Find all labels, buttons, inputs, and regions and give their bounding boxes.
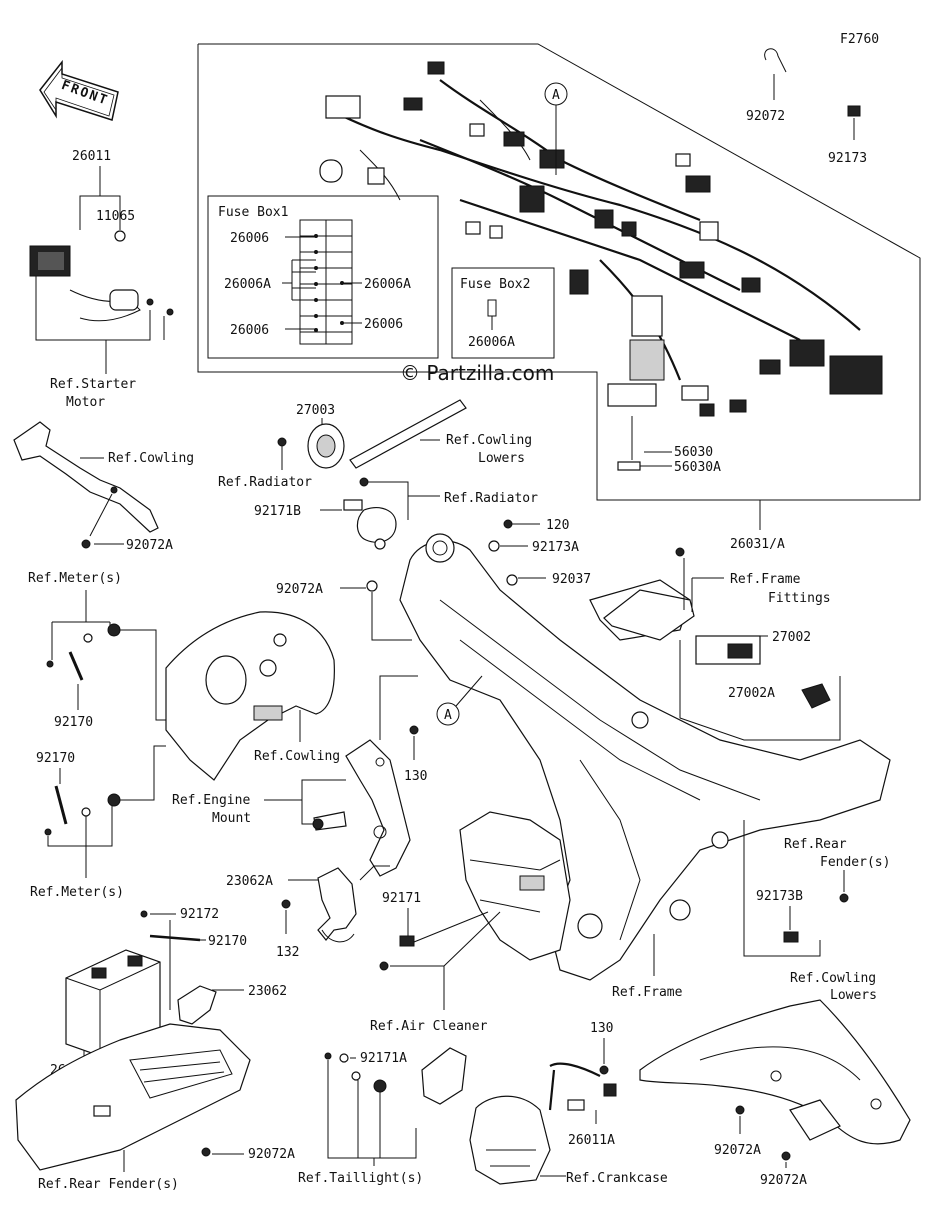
watermark: © Partzilla.com (400, 361, 554, 385)
ref-air-cleaner-label[interactable]: Ref.Air Cleaner (370, 1019, 488, 1034)
part-92172-label[interactable]: 92172 (180, 907, 219, 922)
part-92037-label[interactable]: 92037 (552, 572, 591, 587)
part-92072A-br1-label[interactable]: 92072A (714, 1143, 761, 1158)
starter-relay-icon (29, 230, 174, 322)
air-cleaner-icon (459, 811, 571, 961)
ref-frame-label[interactable]: Ref.Frame (612, 985, 683, 1000)
part-92173B-label[interactable]: 92173B (756, 889, 803, 904)
fuse-box2: Fuse Box2 26006A (451, 267, 555, 359)
crankcase-cover-icon (469, 1095, 551, 1185)
part-26031-label[interactable]: 26031/A (730, 537, 785, 552)
callout-a-top-label: A (552, 88, 560, 103)
part-92173-label[interactable]: 92173 (828, 151, 867, 166)
ref-cowling-lowers-b-label[interactable]: Ref.Cowling (790, 971, 876, 986)
ref-cowling-lowers-label-2[interactable]: Lowers (478, 451, 525, 466)
ref-radiator-label-2[interactable]: Ref.Radiator (444, 491, 538, 506)
ref-cowling-mid-label[interactable]: Ref.Cowling (254, 749, 340, 764)
ref-taillight-label[interactable]: Ref.Taillight(s) (298, 1171, 423, 1186)
fuse-label-26006A-right[interactable]: 26006A (364, 277, 411, 292)
part-92170-c-label[interactable]: 92170 (208, 934, 247, 949)
fuse-box1-title: Fuse Box1 (218, 205, 288, 220)
cowling-bracket-icon (13, 421, 159, 533)
fuse-label-26006-top[interactable]: 26006 (230, 231, 269, 246)
part-92171-label[interactable]: 92171 (382, 891, 421, 906)
part-120-label[interactable]: 120 (546, 518, 569, 533)
part-92170-b-label[interactable]: 92170 (36, 751, 75, 766)
part-92173A-label[interactable]: 92173A (532, 540, 579, 555)
ref-rear-fender-right-label-2[interactable]: Fender(s) (820, 855, 890, 870)
engine-mount-icon (312, 739, 411, 877)
part-27002-label[interactable]: 27002 (772, 630, 811, 645)
battery-bracket-icon (177, 985, 217, 1025)
callout-a-bottom-label: A (444, 708, 452, 723)
part-56030-label[interactable]: 56030 (674, 445, 713, 460)
meter-cowling-icon (165, 611, 335, 781)
ref-starter-label[interactable]: Ref.Starter (50, 377, 136, 392)
ref-meters-bottom-label[interactable]: Ref.Meter(s) (30, 885, 124, 900)
part-92173-clip-icon (847, 105, 861, 140)
front-arrow-icon: FRONT (39, 59, 119, 121)
part-92170-a-label[interactable]: 92170 (54, 715, 93, 730)
part-92072A-mid-label[interactable]: 92072A (276, 582, 323, 597)
ref-starter-label-2[interactable]: Motor (66, 395, 105, 410)
fuse-box1: Fuse Box1 26006 26006A 26006A 26006 2600 (207, 195, 439, 359)
sensor-bracket-icon (343, 477, 397, 550)
ref-engine-mount-label[interactable]: Ref.Engine (172, 793, 250, 808)
part-23062A-label[interactable]: 23062A (226, 874, 273, 889)
fuse-label-26006A-box2[interactable]: 26006A (468, 335, 515, 350)
ref-crankcase-label[interactable]: Ref.Crankcase (566, 1171, 668, 1186)
ref-cowling-lowers-b-label-2[interactable]: Lowers (830, 988, 877, 1003)
crankcase-sensor-icon (548, 1062, 617, 1111)
cowling-lowers-icon (639, 999, 911, 1145)
callout-a-bottom (436, 702, 460, 726)
taillight-bracket-icon (421, 1047, 467, 1105)
ref-rear-fender-left-label[interactable]: Ref.Rear Fender(s) (38, 1177, 179, 1192)
part-92072-clamp-icon (764, 48, 787, 100)
part-132-label[interactable]: 132 (276, 945, 299, 960)
part-27003-label[interactable]: 27003 (296, 403, 335, 418)
ref-cowling-lowers-label[interactable]: Ref.Cowling (446, 433, 532, 448)
part-92072A-left-label[interactable]: 92072A (126, 538, 173, 553)
battery-icon (65, 949, 161, 1057)
part-130-a-label[interactable]: 130 (404, 769, 427, 784)
ref-rear-fender-right-label[interactable]: Ref.Rear (784, 837, 847, 852)
part-92171B-label[interactable]: 92171B (254, 504, 301, 519)
fuse-label-26006-right[interactable]: 26006 (364, 317, 403, 332)
fuse-label-26006A-left[interactable]: 26006A (224, 277, 271, 292)
ref-cowling-top-label[interactable]: Ref.Cowling (108, 451, 194, 466)
ref-engine-mount-label-2[interactable]: Mount (212, 811, 251, 826)
part-26011A-label[interactable]: 26011A (568, 1133, 615, 1148)
wiring-harness (319, 61, 883, 471)
part-11065-label[interactable]: 11065 (96, 209, 135, 224)
part-130-b-label[interactable]: 130 (590, 1021, 613, 1036)
part-26011-label[interactable]: 26011 (72, 149, 111, 164)
ref-frame-fittings-label-2[interactable]: Fittings (768, 591, 831, 606)
ref-radiator-label-1[interactable]: Ref.Radiator (218, 475, 312, 490)
part-92171A-label[interactable]: 92171A (360, 1051, 407, 1066)
part-92072A-br2-label[interactable]: 92072A (760, 1173, 807, 1188)
frame-fittings-bracket-icon (603, 547, 831, 709)
fuse-label-26006-bottom[interactable]: 26006 (230, 323, 269, 338)
ref-frame-fittings-label[interactable]: Ref.Frame (730, 572, 801, 587)
part-23062-label[interactable]: 23062 (248, 984, 287, 999)
rear-fender-left-icon (15, 1023, 251, 1171)
bracket-23062A-icon (317, 867, 357, 943)
fuse-box2-title: Fuse Box2 (460, 277, 530, 292)
figure-code: F2760 (840, 32, 879, 47)
horn-icon (277, 399, 467, 469)
part-92072-label[interactable]: 92072 (746, 109, 785, 124)
ref-meters-top-label[interactable]: Ref.Meter(s) (28, 571, 122, 586)
part-27002A-label[interactable]: 27002A (728, 686, 775, 701)
part-92072A-bl-label[interactable]: 92072A (248, 1147, 295, 1162)
part-56030A-label[interactable]: 56030A (674, 460, 721, 475)
harness-outline (197, 43, 921, 501)
